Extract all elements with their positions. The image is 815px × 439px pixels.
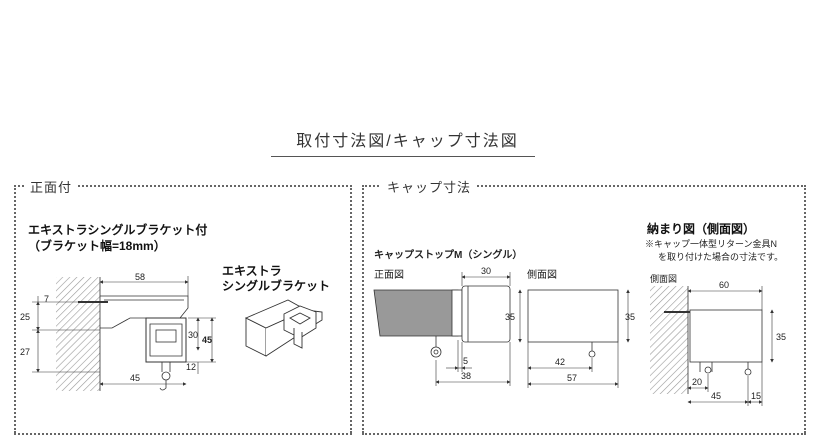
cap-section-bottom-border xyxy=(362,433,806,435)
dim-7: 7 xyxy=(44,294,49,304)
page-title: 取付寸法図/キャップ寸法図 xyxy=(296,133,519,150)
fit-dim-60: 60 xyxy=(719,280,729,290)
section-label-cap: キャップ寸法 xyxy=(381,177,478,196)
front-dimension-texts: 58 7 25 27 30 45 12 45 xyxy=(20,272,212,383)
front-dimension-lines xyxy=(32,276,216,386)
cap-dim-5: 5 xyxy=(463,356,468,366)
cap-section-top-border xyxy=(362,185,806,187)
cap-stop-title: キャップストップM（シングル） xyxy=(374,250,523,261)
dim-58: 58 xyxy=(135,272,145,282)
fit-dim-texts: 60 35 20 45 15 xyxy=(692,280,786,401)
front-section-top-border xyxy=(14,185,352,187)
bracket-label-line1: エキストラ xyxy=(222,264,282,278)
dim-27: 27 xyxy=(20,347,30,357)
fit-panel-title: 納まり図（側面図） xyxy=(647,222,756,236)
fit-dim-35: 35 xyxy=(776,332,786,342)
front-panel-title-line1: エキストラシングルブラケット付 xyxy=(28,223,208,237)
bracket-label-line2: シングルブラケット xyxy=(222,279,331,293)
dim-30: 30 xyxy=(188,330,198,340)
cap-side-dims xyxy=(527,289,630,388)
cap-side-dim-texts: 35 42 57 xyxy=(555,312,635,383)
fit-panel-note-line1: ※キャップ一体型リターン金具N xyxy=(645,239,778,249)
cap-side-view-label: 側面図 xyxy=(527,270,557,281)
cap-front-dim-texts: 30 35 5 38 xyxy=(461,266,515,381)
fit-dim-15: 15 xyxy=(751,391,761,401)
cap-dim-35: 35 xyxy=(505,312,515,322)
front-section-bottom-border xyxy=(14,433,352,435)
fit-dim-45: 45 xyxy=(711,391,721,401)
rail-shaded xyxy=(373,289,459,337)
section-label-front: 正面付 xyxy=(24,177,79,196)
cap-dim-38: 38 xyxy=(461,371,471,381)
side-dim-35: 35 xyxy=(625,312,635,322)
cap-section-left-border xyxy=(362,185,364,433)
side-dim-57: 57 xyxy=(567,373,577,383)
hook-ring xyxy=(161,371,171,381)
cap-front-dims xyxy=(435,272,522,386)
cap-section-right-border xyxy=(804,185,806,433)
cap-front-view xyxy=(373,285,511,358)
extra-single-bracket-illustration xyxy=(244,299,323,357)
fit-side-drawing xyxy=(650,286,763,394)
fit-side-view-label: 側面図 xyxy=(650,274,678,284)
fit-wall-hatch xyxy=(650,286,688,394)
fit-dim-20: 20 xyxy=(692,377,702,387)
title-underline xyxy=(271,156,535,157)
cap-side-view xyxy=(527,289,619,358)
dim-45-horizontal: 45 xyxy=(130,373,140,383)
dim-45-vertical: 45 xyxy=(202,335,212,345)
front-mount-drawing xyxy=(56,277,189,391)
side-dim-42: 42 xyxy=(555,357,565,367)
dim-12: 12 xyxy=(186,362,196,372)
wall-hatch xyxy=(56,277,100,391)
fit-dims xyxy=(687,286,774,406)
front-section-left-border xyxy=(14,185,16,433)
dim-25: 25 xyxy=(20,312,30,322)
front-panel-title-line2: （ブラケット幅=18mm） xyxy=(28,239,166,253)
fit-panel-note-line2: を取り付けた場合の寸法です。 xyxy=(658,252,784,262)
cap-dim-30: 30 xyxy=(481,266,491,276)
front-section-right-border xyxy=(350,185,352,433)
cap-front-view-label: 正面図 xyxy=(374,270,404,281)
